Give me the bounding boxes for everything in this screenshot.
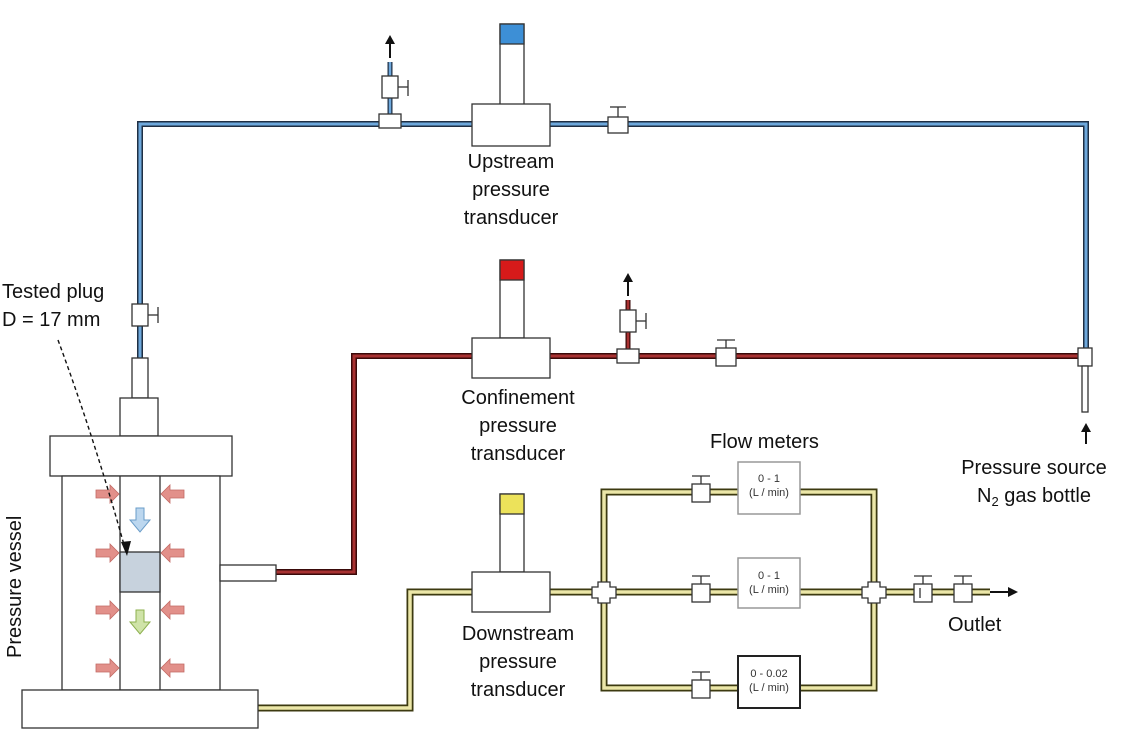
outlet-label: Outlet bbox=[948, 614, 1002, 636]
vent-arrow-confinement-icon bbox=[623, 273, 633, 296]
valve-vessel-inlet[interactable] bbox=[131, 303, 159, 327]
flow-arrow-top bbox=[128, 507, 152, 533]
flow-arrow-bottom bbox=[128, 609, 152, 635]
flow-meter-3-unit: (L / min) bbox=[749, 682, 789, 694]
flow-meter-2 bbox=[737, 557, 801, 609]
check-valve-outlet[interactable] bbox=[913, 575, 933, 603]
valve-meter-2[interactable] bbox=[691, 575, 711, 603]
pressure-source-label: Pressure source N2 gas bottle bbox=[944, 454, 1124, 516]
upstream-transducer-cap bbox=[499, 23, 525, 45]
confinement-port bbox=[219, 564, 277, 582]
flow-meter-2-unit: (L / min) bbox=[749, 584, 789, 596]
downstream-label-line1: Downstream bbox=[461, 623, 575, 645]
vent-arrow-upstream-icon bbox=[385, 35, 395, 58]
pressure-source-n: N bbox=[977, 485, 992, 507]
flow-meter-1-range: 0 - 1 bbox=[757, 473, 780, 485]
valve-meter-1[interactable] bbox=[691, 475, 711, 503]
upstream-label-line1: Upstream bbox=[467, 151, 555, 173]
plug-pointer-head bbox=[121, 541, 131, 556]
tested-plug-label: Tested plug D = 17 mm bbox=[2, 278, 104, 334]
flow-meter-2-range: 0 - 1 bbox=[757, 570, 780, 582]
downstream-transducer-label: Downstream pressure transducer bbox=[440, 620, 596, 704]
tested-plug-line1: Tested plug bbox=[2, 281, 105, 303]
downstream-label-line3: transducer bbox=[470, 679, 566, 701]
plug-pointer bbox=[57, 339, 127, 553]
vessel-top-cap bbox=[49, 435, 233, 477]
flow-meter-1-text: 0 - 1 (L / min) bbox=[738, 472, 800, 500]
pressure-source-arrow-icon bbox=[1081, 423, 1091, 444]
pressure-source-rest: gas bottle bbox=[998, 485, 1091, 507]
pressure-source-line2: N2 gas bottle bbox=[944, 482, 1124, 516]
confinement-transducer-cap bbox=[499, 259, 525, 281]
confinement-label-line3: transducer bbox=[470, 443, 566, 465]
pressure-source-line1: Pressure source bbox=[961, 457, 1107, 479]
pressure-vessel-label: Pressure vessel bbox=[4, 515, 26, 658]
pressure-source-sub: 2 bbox=[991, 494, 999, 509]
flow-meter-3-range: 0 - 0.02 bbox=[750, 668, 788, 680]
tested-plug bbox=[119, 551, 161, 593]
valve-meter-3[interactable] bbox=[691, 671, 711, 699]
confinement-arrows bbox=[95, 484, 185, 678]
valve-outlet[interactable] bbox=[953, 575, 973, 603]
flow-meter-3-text: 0 - 0.02 (L / min) bbox=[738, 667, 800, 695]
vessel-top-piston bbox=[119, 397, 159, 437]
tee-pressure-source bbox=[1077, 347, 1093, 413]
tested-plug-line2: D = 17 mm bbox=[2, 309, 101, 331]
outlet-arrow-head bbox=[1008, 587, 1018, 597]
confinement-label-line2: pressure bbox=[479, 415, 557, 437]
confinement-transducer-label: Confinement pressure transducer bbox=[440, 384, 596, 468]
upstream-label-line3: transducer bbox=[463, 207, 559, 229]
vessel-inlet-stem bbox=[131, 357, 149, 399]
valve-upstream-vent[interactable] bbox=[378, 75, 409, 129]
valve-confinement-vent[interactable] bbox=[616, 309, 647, 364]
valve-confinement-line[interactable] bbox=[715, 339, 737, 367]
flow-meters-label: Flow meters bbox=[710, 431, 819, 453]
cross-fitting-left bbox=[591, 581, 617, 604]
cross-fitting-right bbox=[861, 581, 887, 604]
downstream-transducer bbox=[471, 493, 551, 613]
downstream-label-line2: pressure bbox=[479, 651, 557, 673]
downstream-transducer-cap bbox=[499, 493, 525, 515]
flow-meter-2-text: 0 - 1 (L / min) bbox=[738, 569, 800, 597]
confinement-line bbox=[276, 300, 1084, 575]
confinement-transducer bbox=[471, 259, 551, 379]
flow-meter-1-unit: (L / min) bbox=[749, 487, 789, 499]
flow-meter-1 bbox=[737, 461, 801, 515]
flow-meter-3 bbox=[737, 655, 801, 709]
valve-upstream-line[interactable] bbox=[607, 106, 629, 134]
pressure-vessel bbox=[21, 357, 277, 729]
upstream-label-line2: pressure bbox=[472, 179, 550, 201]
vessel-base bbox=[21, 689, 259, 729]
upstream-transducer bbox=[471, 23, 551, 147]
confinement-label-line1: Confinement bbox=[461, 387, 575, 409]
upstream-transducer-label: Upstream pressure transducer bbox=[446, 148, 576, 232]
